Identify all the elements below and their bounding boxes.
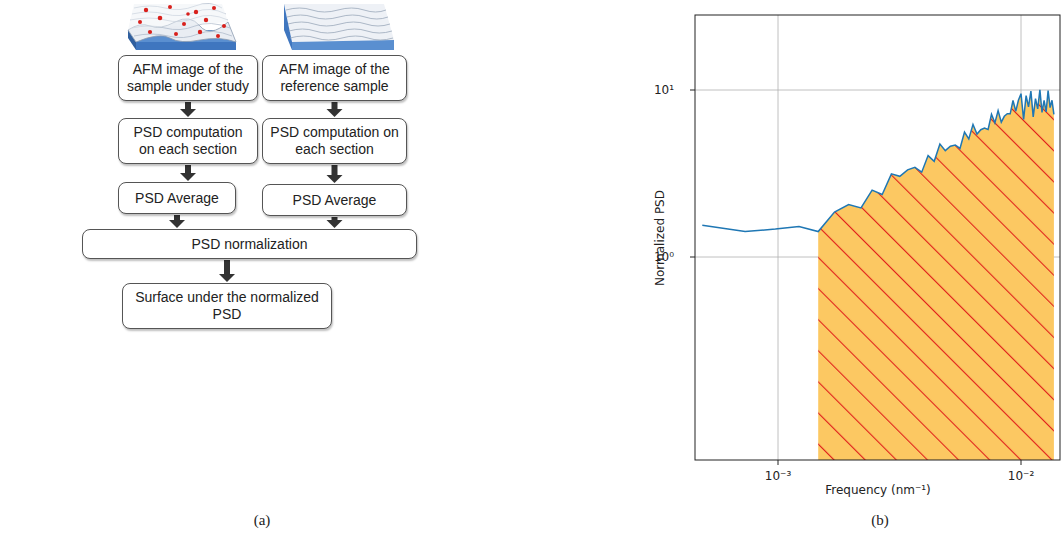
axis-label: Normalized PSD — [653, 190, 667, 286]
tick-label: 10⁻³ — [765, 469, 791, 483]
box-text: Surface under the normalized PSD — [129, 289, 325, 323]
tick-label: 10¹ — [654, 83, 674, 97]
panel-label: (a) — [254, 512, 271, 529]
flow-arrow — [180, 102, 196, 117]
process-box: PSD normalization — [82, 229, 417, 259]
tick-label: 10⁻² — [1008, 469, 1034, 483]
process-box: AFM image of the reference sample — [262, 55, 407, 101]
tick-label: 10⁰ — [654, 250, 674, 264]
flow-arrow — [327, 217, 343, 228]
box-text: PSD normalization — [192, 236, 308, 253]
process-box: PSD computation on each section — [262, 118, 407, 164]
process-box: PSD computation on each section — [118, 118, 258, 164]
box-text: PSD computation on each section — [125, 124, 251, 158]
flow-arrow — [180, 165, 196, 181]
reference-surface — [284, 4, 394, 50]
flow-arrow — [169, 215, 185, 228]
hatched-area — [818, 90, 1054, 460]
plot-area — [690, 15, 1060, 465]
box-text: PSD computation on each section — [269, 124, 400, 158]
sample-surface — [128, 3, 236, 50]
box-text: PSD Average — [293, 192, 377, 209]
flow-arrow — [327, 102, 343, 117]
panel-label: (b) — [871, 512, 889, 529]
process-box: PSD Average — [118, 182, 236, 214]
box-text: AFM image of the reference sample — [269, 61, 400, 95]
flow-arrow — [327, 165, 343, 183]
axis-label: Frequency (nm⁻¹) — [825, 483, 931, 497]
box-text: AFM image of the sample under study — [125, 61, 251, 95]
process-box: Surface under the normalized PSD — [122, 283, 332, 329]
process-box: AFM image of the sample under study — [118, 55, 258, 101]
box-text: PSD Average — [135, 190, 219, 207]
process-box: PSD Average — [262, 184, 407, 216]
psd-curve — [702, 90, 1054, 232]
flow-arrow — [219, 260, 235, 282]
